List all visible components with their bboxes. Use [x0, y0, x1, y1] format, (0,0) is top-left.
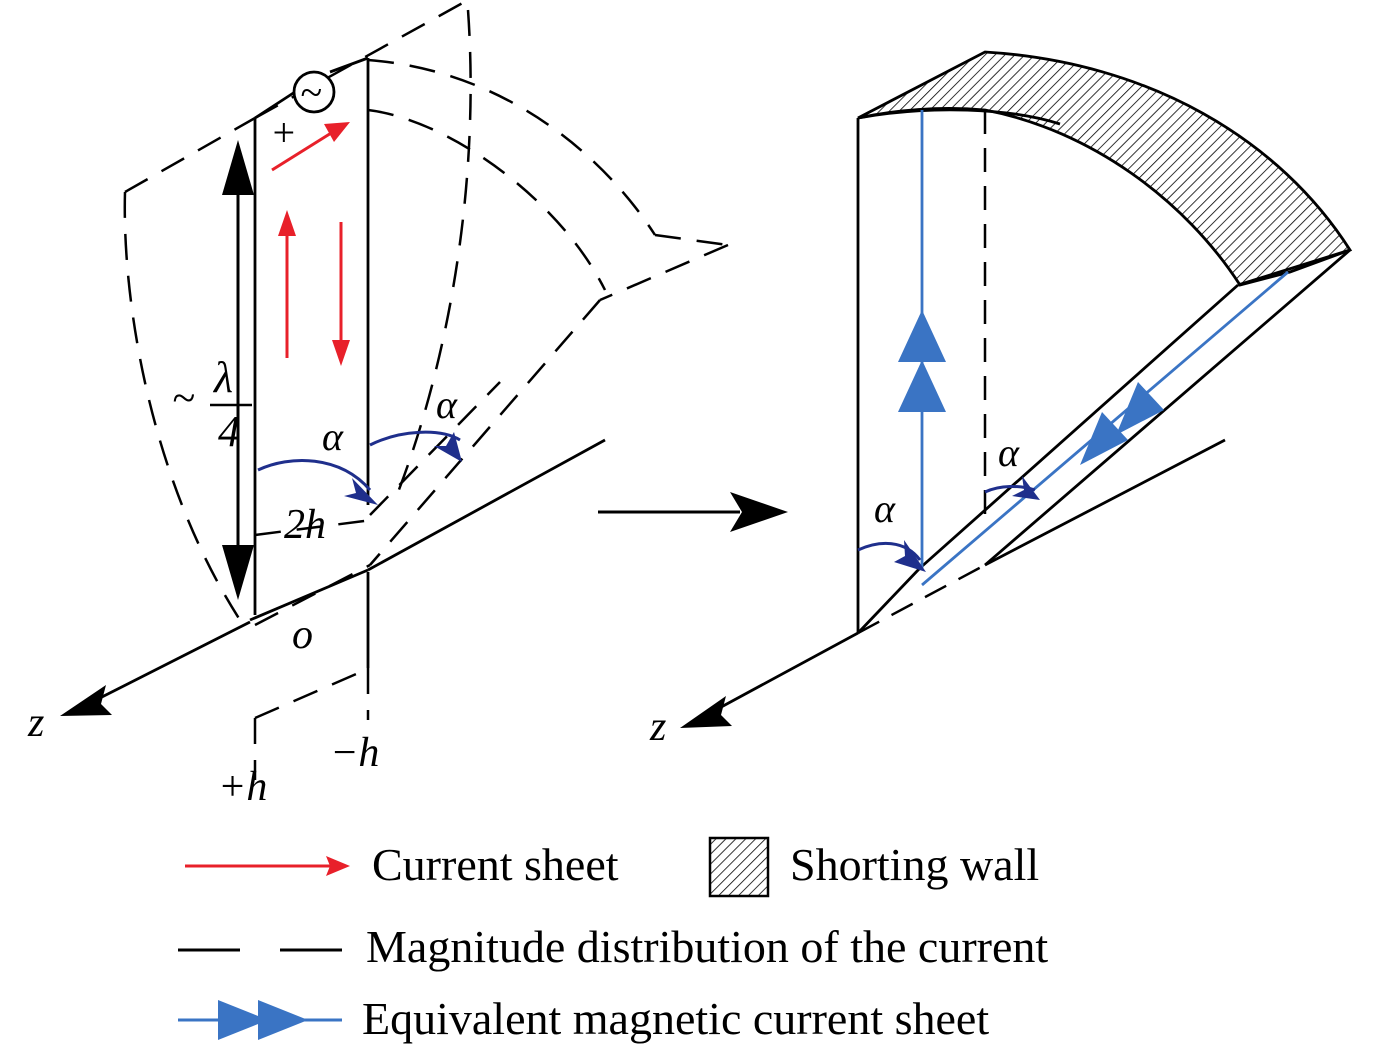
- z-axis-right-label: z: [649, 704, 666, 750]
- current-sheet-arrows: [271, 122, 350, 366]
- angle-arcs-left: α α: [257, 382, 462, 505]
- transform-arrow: [598, 492, 788, 532]
- magnetic-current-lines: [898, 110, 1289, 587]
- right-dashes: [857, 110, 987, 635]
- origin-label: o: [292, 612, 313, 658]
- alpha-right-1: α: [874, 486, 896, 531]
- quarter-wave-denominator: 4: [218, 407, 240, 456]
- quarter-wave-arrow: ~ λ 4: [172, 140, 254, 600]
- right-structure: [856, 108, 1351, 634]
- plus-h-label: +h: [218, 764, 267, 810]
- legend-magnetic-label: Equivalent magnetic current sheet: [362, 993, 989, 1044]
- width-label: 2h: [284, 502, 326, 548]
- shorting-wall: [857, 50, 1353, 287]
- source-tilde: ~: [300, 70, 322, 115]
- z-axis-right: z: [649, 631, 859, 750]
- legend-magnitude-label: Magnitude distribution of the current: [366, 921, 1048, 972]
- source-plus: +: [270, 110, 297, 155]
- legend-magnitude: Magnitude distribution of the current: [178, 921, 1048, 972]
- quarter-wave-numerator: λ: [212, 353, 233, 402]
- legend: Current sheet Shorting wall Magnitude di…: [178, 836, 1048, 1044]
- alpha-label-2: α: [436, 382, 458, 427]
- legend-shorting-wall-label: Shorting wall: [790, 839, 1039, 890]
- minus-h-label: −h: [330, 730, 379, 776]
- left-diagram: z ~ λ 4 ~ +: [27, 0, 729, 810]
- legend-magnetic: Equivalent magnetic current sheet: [178, 993, 989, 1044]
- antenna-structure: [249, 56, 606, 668]
- z-axis-label: z: [27, 700, 44, 746]
- right-diagram: z α α: [649, 50, 1353, 750]
- source-symbol: ~ +: [270, 70, 336, 155]
- angle-arcs-right: α α: [857, 430, 1040, 572]
- quarter-wave-prefix: ~: [172, 376, 195, 422]
- legend-current-sheet: Current sheet: [185, 839, 619, 890]
- alpha-right-2: α: [998, 430, 1020, 475]
- legend-shorting-wall: Shorting wall: [708, 836, 1039, 898]
- magnitude-distribution-dashes: [123, 0, 729, 780]
- z-axis-left: z: [27, 620, 251, 746]
- legend-current-sheet-label: Current sheet: [372, 839, 619, 890]
- alpha-label-1: α: [322, 414, 344, 459]
